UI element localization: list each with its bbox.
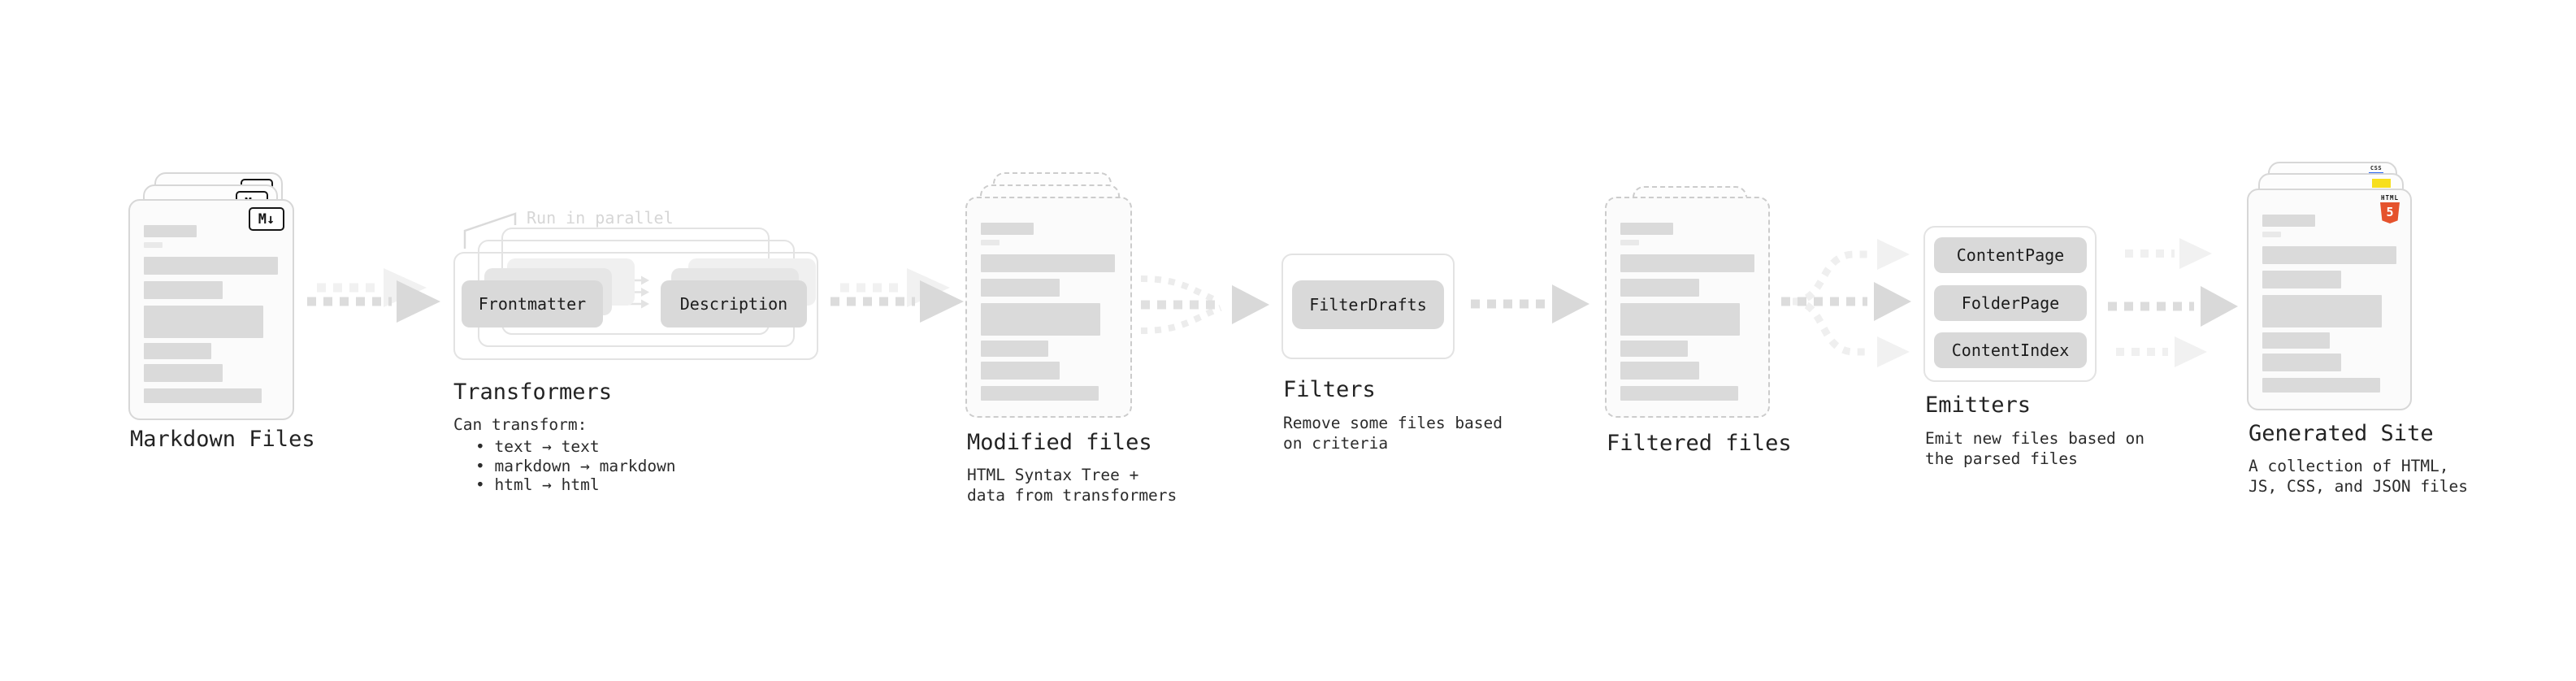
- html5-shield: 5: [2380, 202, 2400, 223]
- arrow-markdown-to-transformers: [307, 280, 440, 323]
- arrow-emitters-to-site-bottom: [2116, 336, 2207, 367]
- filtered-file-card: [1605, 197, 1770, 418]
- plugin-contentindex: ContentIndex: [1934, 332, 2087, 368]
- plugin-contentpage: ContentPage: [1934, 237, 2087, 273]
- plugin-description: Description: [661, 280, 807, 327]
- transformers-bullet-list: text → text markdown → markdown html → h…: [475, 437, 676, 495]
- emitters-subtitle: Emit new files based on the parsed files: [1925, 429, 2145, 468]
- stage-label-modified-files: Modified files: [967, 430, 1152, 455]
- plugin-folderpage: FolderPage: [1934, 285, 2087, 321]
- arrow-emitters-to-site-mid: [2108, 286, 2238, 327]
- plugin-filterdrafts: FilterDrafts: [1292, 280, 1444, 329]
- bullet-item: text → text: [475, 437, 676, 457]
- transformer-box: [453, 252, 818, 360]
- bullet-item: html → html: [475, 475, 676, 495]
- css-badge-label: CSS: [2370, 165, 2383, 171]
- stage-label-filters: Filters: [1283, 377, 1376, 402]
- generated-site-subtitle: A collection of HTML, JS, CSS, and JSON …: [2249, 457, 2469, 496]
- html5-icon: HTML 5: [2379, 194, 2400, 223]
- html5-word: HTML: [2380, 194, 2400, 202]
- stage-label-filtered-files: Filtered files: [1607, 431, 1792, 456]
- stage-label-emitters: Emitters: [1925, 393, 2032, 418]
- bullet-item: markdown → markdown: [475, 457, 675, 476]
- run-in-parallel-note: Run in parallel: [527, 208, 674, 228]
- stage-label-transformers: Transformers: [453, 380, 613, 405]
- plugin-frontmatter: Frontmatter: [462, 280, 603, 327]
- arrow-filtered-to-emitters: [1781, 239, 1911, 367]
- transformers-description-title: Can transform:: [453, 415, 588, 434]
- document-skeleton: [1620, 223, 1754, 401]
- document-skeleton: [981, 223, 1115, 401]
- arrow-transformers-to-modified: [830, 280, 964, 323]
- stage-label-generated-site: Generated Site: [2249, 421, 2434, 446]
- modified-file-card: [965, 197, 1132, 418]
- stage-label-markdown-files: Markdown Files: [130, 427, 315, 452]
- filters-subtitle: Remove some files based on criteria: [1283, 414, 1503, 453]
- arrow-modified-to-filters: [1140, 275, 1269, 334]
- markdown-icon: M↓: [249, 207, 284, 231]
- document-skeleton: [2262, 215, 2396, 393]
- document-skeleton: [144, 225, 278, 403]
- site-file-card-html: HTML 5: [2247, 189, 2412, 410]
- arrow-emitters-to-site-top: [2125, 238, 2212, 269]
- modified-files-subtitle: HTML Syntax Tree + data from transformer…: [967, 466, 1177, 505]
- js-badge: [2372, 179, 2391, 188]
- arrow-filters-to-filtered: [1471, 284, 1589, 323]
- run-in-parallel-bracket: [463, 212, 517, 249]
- markdown-file-card: M↓: [128, 199, 294, 420]
